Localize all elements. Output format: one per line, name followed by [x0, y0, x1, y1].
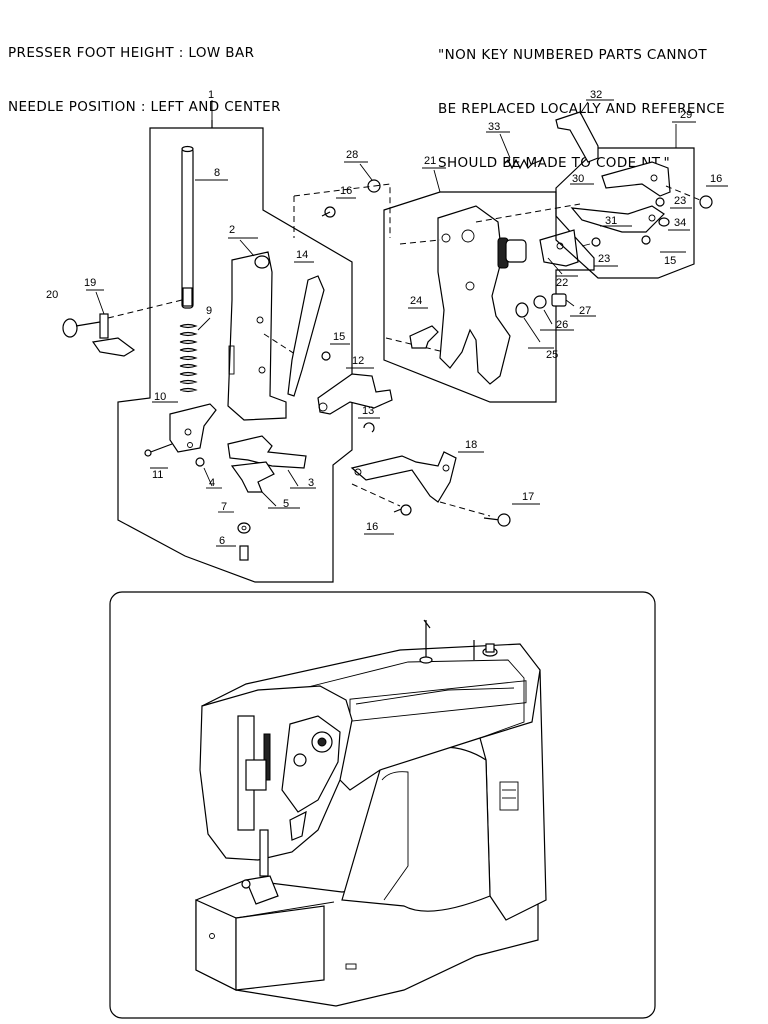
screw-part-16-bottom	[364, 504, 412, 535]
callout-29: 29	[680, 109, 692, 121]
replacement-note-line-2: BE REPLACED LOCALLY AND REFERENCE	[438, 101, 726, 117]
callout-5: 5	[283, 498, 289, 510]
callout-3: 3	[308, 477, 314, 489]
screw-part-23-left	[581, 237, 618, 267]
callout-28: 28	[346, 149, 358, 161]
callout-10: 10	[154, 391, 166, 403]
replacement-note-line-1: "NON KEY NUMBERED PARTS CANNOT	[438, 47, 708, 63]
callout-31: 31	[605, 215, 617, 227]
callout-19: 19	[84, 277, 96, 289]
bracket-part-10	[152, 401, 217, 453]
screw-part-27	[551, 293, 596, 317]
callout-9: 9	[206, 305, 212, 317]
spring-part-33	[486, 131, 543, 170]
nut-part-25	[515, 302, 554, 349]
callout-23-left: 23	[598, 253, 610, 265]
callout-6: 6	[219, 535, 225, 547]
lever-part-30	[570, 161, 671, 197]
cam-housing-part	[385, 203, 581, 385]
callout-7: 7	[221, 501, 227, 513]
callout-32: 32	[590, 89, 602, 101]
callout-16-right: 16	[710, 173, 722, 185]
callout-14: 14	[296, 249, 308, 261]
callout-8: 8	[214, 167, 220, 179]
callout-30: 30	[572, 173, 584, 185]
callout-34: 34	[674, 217, 686, 229]
callout-26: 26	[556, 319, 568, 331]
callout-1: 1	[208, 89, 214, 101]
callout-12: 12	[352, 355, 364, 367]
lever-part-31	[570, 205, 665, 233]
machine-overview-inset	[109, 591, 656, 1019]
screw-part-4	[195, 457, 222, 489]
callout-25: 25	[546, 349, 558, 361]
callout-24: 24	[410, 295, 422, 307]
screw-part-6	[216, 545, 249, 561]
callout-15-right: 15	[664, 255, 676, 267]
callout-33: 33	[488, 121, 500, 133]
connector-part-12	[317, 367, 393, 415]
presser-bar-assembly-group	[117, 100, 353, 583]
clip-part-15-right	[641, 235, 686, 253]
lever-part-14	[287, 261, 325, 397]
washer-part-7	[218, 511, 251, 534]
dashed-guide-28	[293, 183, 391, 238]
callout-16-bottom: 16	[366, 521, 378, 533]
screw-part-16-top	[321, 197, 356, 218]
clip-part-15-left	[321, 343, 350, 361]
needle-position-note: NEEDLE POSITION : LEFT AND CENTER	[8, 99, 281, 115]
plate-part-32	[555, 99, 614, 163]
presser-foot-height-note: PRESSER FOOT HEIGHT : LOW BAR	[8, 45, 255, 61]
screw-part-23-right	[655, 197, 692, 209]
callout-27: 27	[579, 305, 591, 317]
screw-part-16-right	[665, 185, 728, 209]
callout-20: 20	[46, 289, 58, 301]
presser-foot-part	[62, 289, 183, 357]
callout-labels: 1 2 3 4 5 6 7 8 9 10 11 12 13 14 15 15 1…	[46, 89, 722, 547]
callout-11: 11	[152, 469, 163, 481]
presser-bar-part	[181, 145, 228, 309]
callout-16-top: 16	[340, 185, 352, 197]
callout-23-right: 23	[674, 195, 686, 207]
screw-part-11	[144, 443, 173, 469]
bracket-part-18	[350, 451, 491, 517]
plate-part-3	[227, 435, 316, 489]
callout-15-left: 15	[333, 331, 345, 343]
plate-part-24	[408, 307, 439, 349]
callout-2: 2	[229, 224, 235, 236]
screw-part-17	[483, 503, 540, 527]
header-notes-right: "NON KEY NUMBERED PARTS CANNOT BE REPLAC…	[438, 10, 725, 190]
callout-21: 21	[424, 155, 436, 167]
bracket-part-22	[539, 229, 579, 277]
cam-assembly-group	[383, 167, 595, 403]
callout-13: 13	[362, 405, 374, 417]
part-34	[658, 217, 690, 231]
frame-part-2	[227, 237, 299, 421]
callout-4: 4	[209, 477, 215, 489]
presser-spring-part	[179, 317, 211, 393]
callout-22: 22	[556, 277, 568, 289]
ring-part-13	[358, 417, 380, 433]
plate-part-5	[230, 461, 300, 509]
header-notes-left: PRESSER FOOT HEIGHT : LOW BAR NEEDLE POS…	[8, 8, 281, 134]
callout-17: 17	[522, 491, 534, 503]
bracket-assembly-group-29	[555, 121, 696, 279]
callout-18: 18	[465, 439, 477, 451]
sewing-machine-illustration	[195, 619, 547, 1007]
washer-part-26	[533, 295, 574, 331]
